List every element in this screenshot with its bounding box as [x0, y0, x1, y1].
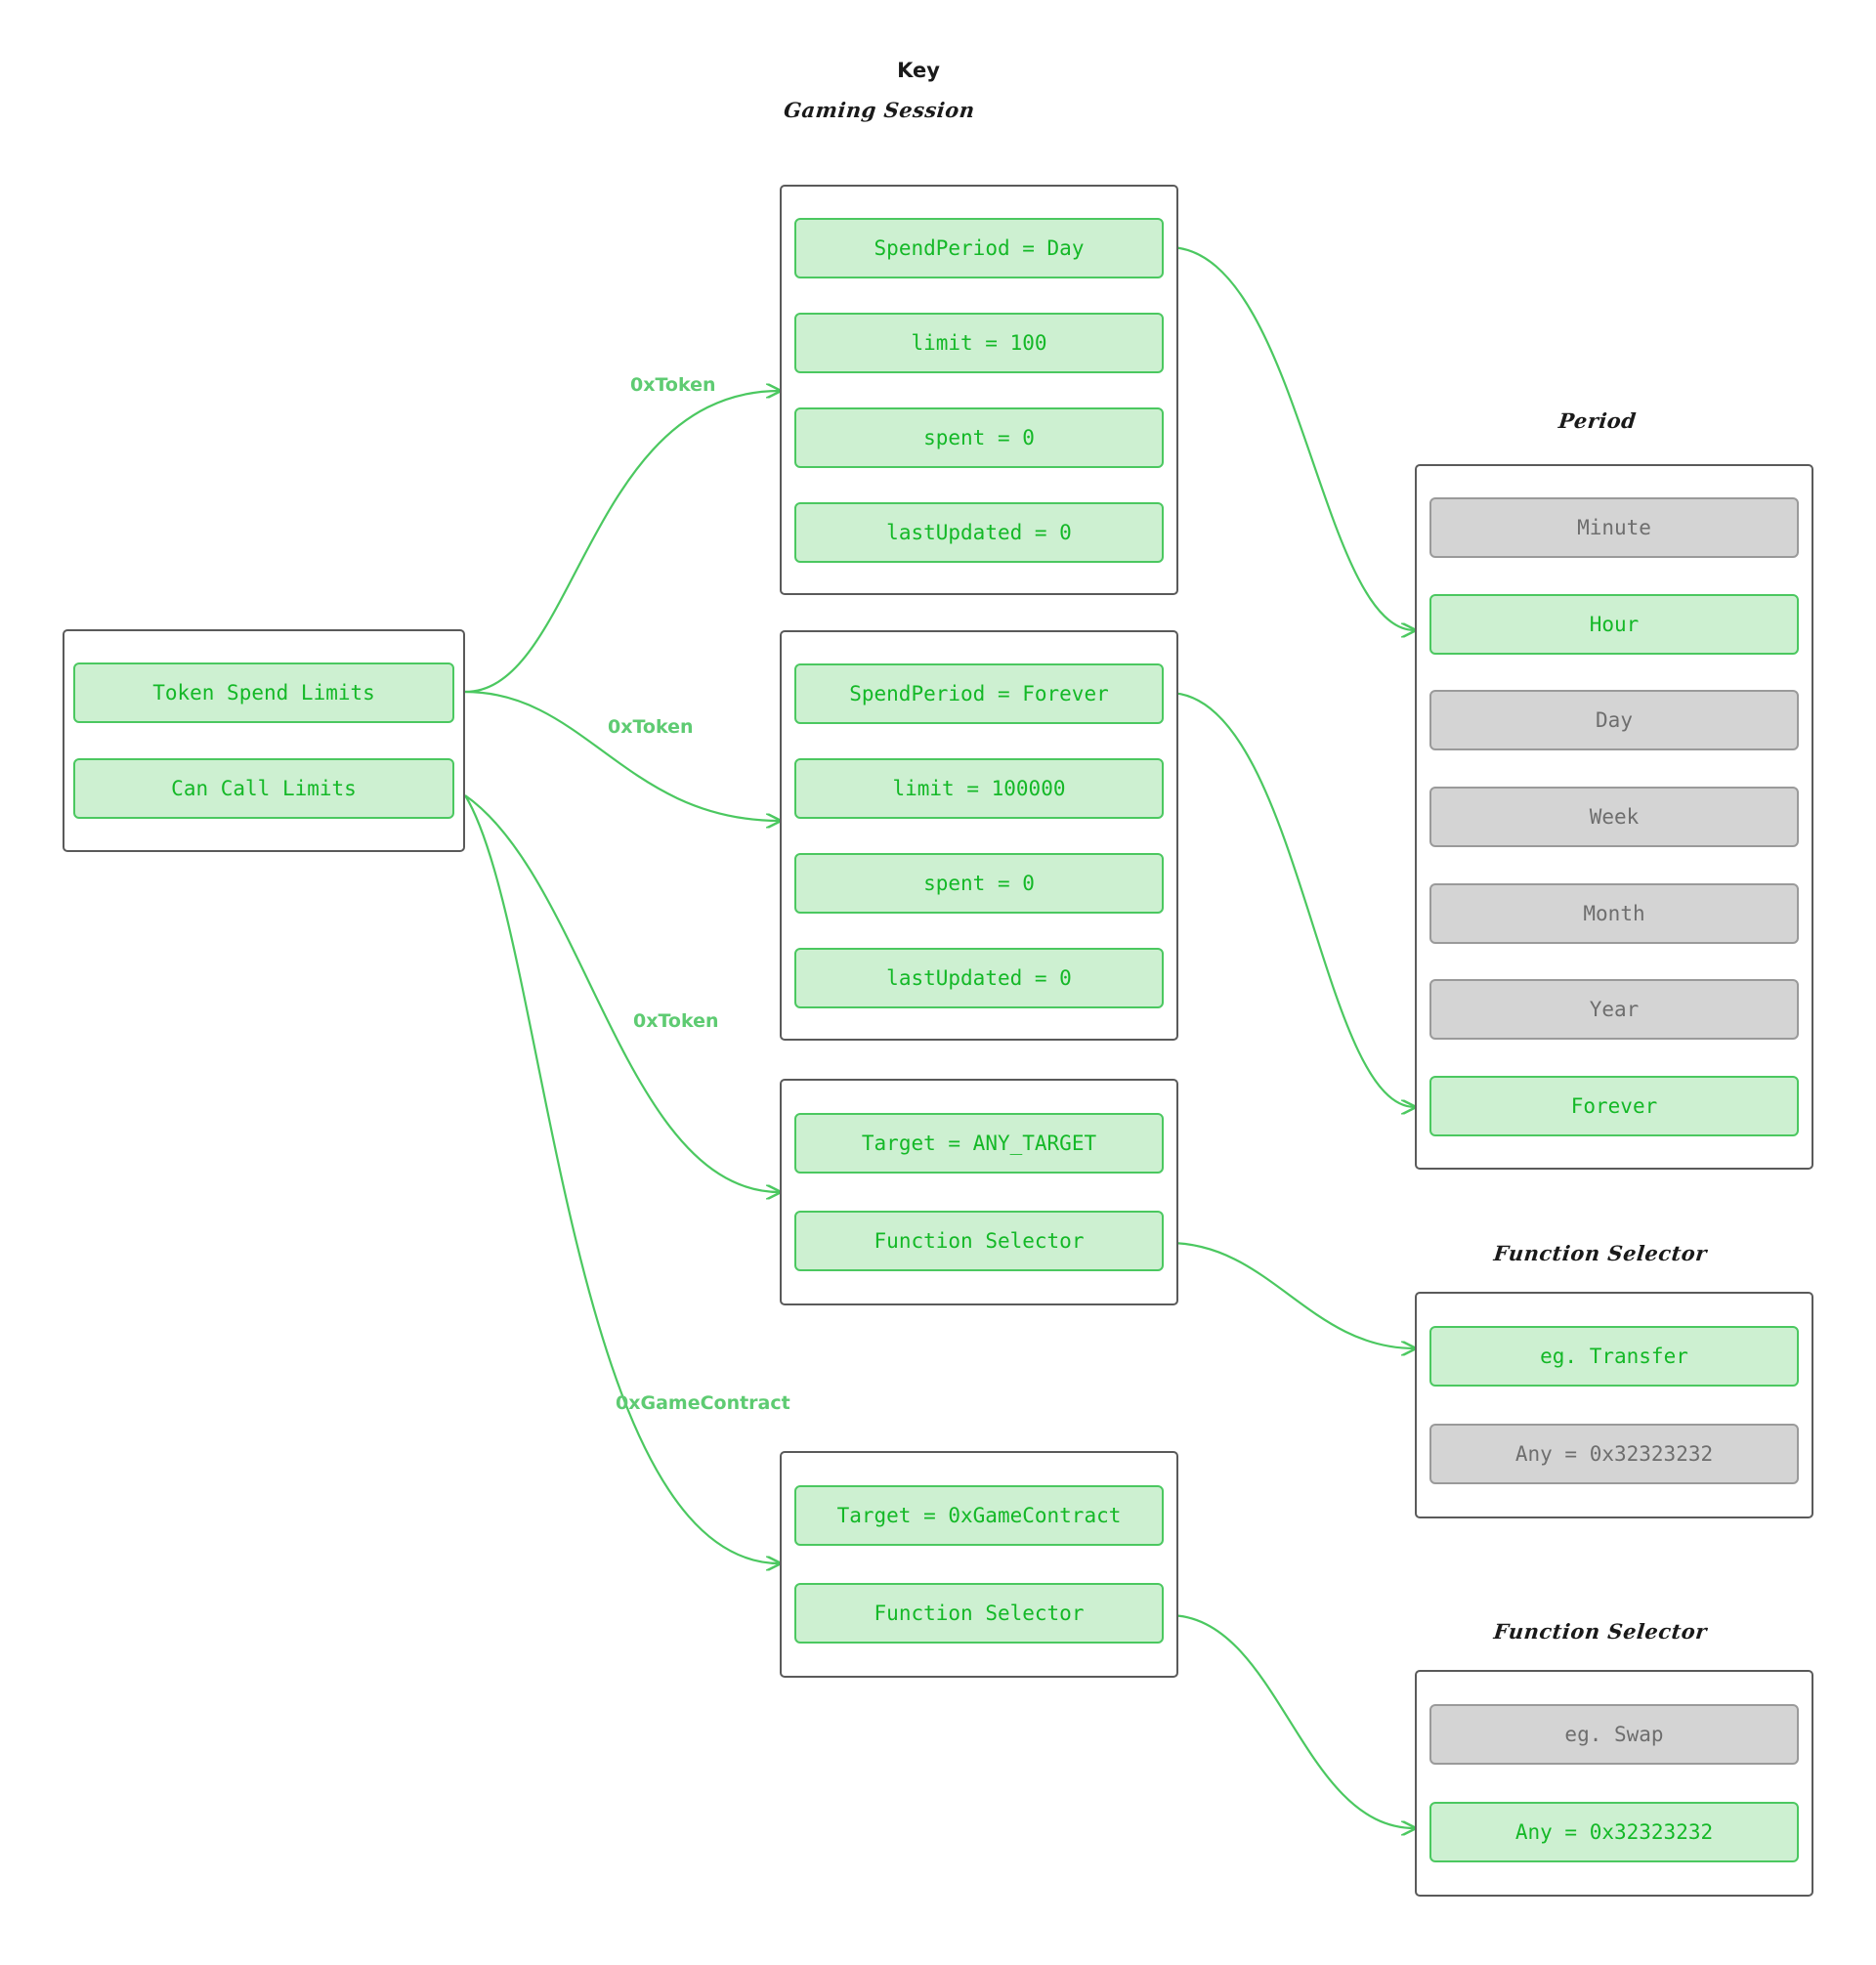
spent-0-day-item[interactable]: spent = 0	[794, 406, 1164, 468]
spent-0-forever-item[interactable]: spent = 0	[794, 852, 1164, 914]
function-selector-swap-title: Function Selector	[1492, 1619, 1709, 1644]
spend-limit-day-group: SpendPeriod = Day limit = 100 spent = 0 …	[780, 185, 1178, 595]
period-day-label: Day	[1596, 708, 1633, 733]
gaming-session-title: Gaming Session	[782, 98, 977, 122]
edge-label-token-day: 0xToken	[630, 374, 716, 396]
function-selector-transfer-title: Function Selector	[1492, 1241, 1709, 1265]
period-minute-item[interactable]: Minute	[1429, 497, 1799, 559]
target-any-target-label: Target = ANY_TARGET	[861, 1132, 1097, 1155]
edge-label-token-anytarget: 0xToken	[633, 1010, 719, 1032]
last-updated-0-forever-label: lastUpdated = 0	[886, 965, 1072, 990]
edge-token-to-day	[464, 391, 780, 694]
limit-100000-label: limit = 100000	[892, 776, 1066, 800]
selector-eg-swap-label: eg. Swap	[1564, 1723, 1664, 1746]
spend-period-forever-item[interactable]: SpendPeriod = Forever	[794, 662, 1164, 724]
selector-any-transfer-label: Any = 0x32323232	[1514, 1442, 1714, 1466]
last-updated-0-day-item[interactable]: lastUpdated = 0	[794, 501, 1164, 563]
function-selector-any-target-item[interactable]: Function Selector	[794, 1211, 1164, 1271]
period-week-item[interactable]: Week	[1429, 786, 1799, 847]
token-spend-limits-item[interactable]: Token Spend Limits	[73, 662, 454, 723]
spent-0-forever-label: spent = 0	[923, 871, 1035, 895]
token-spend-limits-label: Token Spend Limits	[152, 681, 375, 705]
edge-forever-to-forever	[1168, 691, 1415, 1107]
limit-100-label: limit = 100	[911, 330, 1047, 355]
period-minute-label: Minute	[1577, 516, 1651, 540]
edge-call-to-gamecontract	[464, 794, 780, 1563]
function-selector-any-target-label: Function Selector	[874, 1229, 1085, 1253]
function-selector-transfer-group: eg. Transfer Any = 0x32323232	[1415, 1292, 1813, 1518]
target-game-contract-item[interactable]: Target = 0xGameContract	[794, 1485, 1164, 1546]
function-selector-game-contract-item[interactable]: Function Selector	[794, 1583, 1164, 1644]
root-group: Token Spend Limits Can Call Limits	[63, 629, 465, 852]
edge-token-to-forever	[464, 690, 780, 821]
selector-eg-swap-item[interactable]: eg. Swap	[1429, 1704, 1799, 1765]
limit-100000-item[interactable]: limit = 100000	[794, 757, 1164, 819]
period-month-item[interactable]: Month	[1429, 882, 1799, 944]
period-hour-item[interactable]: Hour	[1429, 593, 1799, 655]
spend-period-forever-label: SpendPeriod = Forever	[849, 681, 1109, 705]
target-game-contract-label: Target = 0xGameContract	[836, 1504, 1122, 1527]
selector-eg-transfer-label: eg. Transfer	[1540, 1345, 1688, 1368]
edge-day-to-hour	[1168, 245, 1415, 630]
period-day-item[interactable]: Day	[1429, 690, 1799, 751]
edge-label-token-forever: 0xToken	[608, 716, 694, 738]
selector-any-swap-item[interactable]: Any = 0x32323232	[1429, 1802, 1799, 1862]
period-forever-label: Forever	[1570, 1093, 1658, 1118]
function-selector-game-contract-label: Function Selector	[874, 1602, 1085, 1625]
spend-period-day-label: SpendPeriod = Day	[874, 235, 1085, 260]
period-hour-label: Hour	[1589, 612, 1640, 636]
spend-limit-forever-group: SpendPeriod = Forever limit = 100000 spe…	[780, 630, 1178, 1041]
edge-selector-to-any	[1168, 1613, 1415, 1828]
can-call-limits-label: Can Call Limits	[171, 777, 357, 800]
call-limit-game-contract-group: Target = 0xGameContract Function Selecto…	[780, 1451, 1178, 1678]
selector-any-transfer-item[interactable]: Any = 0x32323232	[1429, 1424, 1799, 1484]
edge-label-gamecontract: 0xGameContract	[616, 1392, 790, 1414]
period-group: Minute Hour Day Week Month Year Forever	[1415, 464, 1813, 1170]
last-updated-0-day-label: lastUpdated = 0	[886, 520, 1072, 544]
target-any-target-item[interactable]: Target = ANY_TARGET	[794, 1113, 1164, 1174]
spend-period-day-item[interactable]: SpendPeriod = Day	[794, 217, 1164, 278]
period-year-label: Year	[1589, 998, 1640, 1022]
period-week-label: Week	[1589, 804, 1640, 829]
period-year-item[interactable]: Year	[1429, 979, 1799, 1041]
selector-eg-transfer-item[interactable]: eg. Transfer	[1429, 1326, 1799, 1387]
selector-any-swap-label: Any = 0x32323232	[1514, 1820, 1714, 1844]
period-month-label: Month	[1583, 901, 1645, 925]
page-title: Key	[897, 59, 940, 82]
period-title: Period	[1557, 408, 1638, 433]
period-forever-item[interactable]: Forever	[1429, 1075, 1799, 1136]
spent-0-day-label: spent = 0	[923, 425, 1035, 449]
can-call-limits-item[interactable]: Can Call Limits	[73, 758, 454, 819]
function-selector-swap-group: eg. Swap Any = 0x32323232	[1415, 1670, 1813, 1897]
edge-selector-to-transfer	[1168, 1241, 1415, 1348]
last-updated-0-forever-item[interactable]: lastUpdated = 0	[794, 947, 1164, 1008]
edge-call-to-anytarget	[464, 794, 780, 1192]
call-limit-any-target-group: Target = ANY_TARGET Function Selector	[780, 1079, 1178, 1305]
limit-100-item[interactable]: limit = 100	[794, 312, 1164, 373]
